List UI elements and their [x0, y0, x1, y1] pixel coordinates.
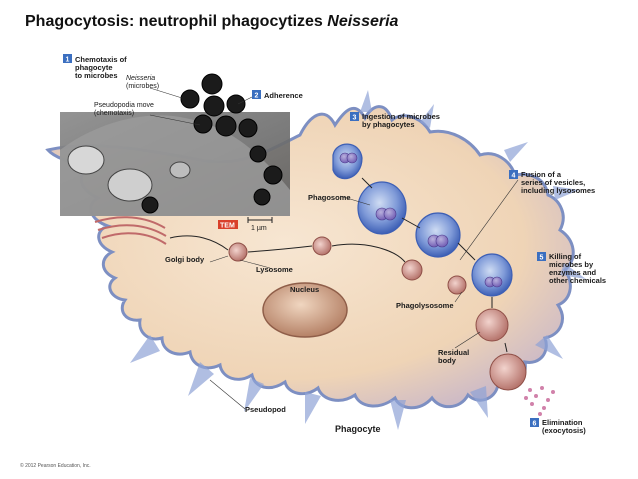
- label-pseudopodia: Pseudopodia move: [94, 102, 154, 109]
- step-4-line-3: including lysosomes: [521, 186, 595, 195]
- step-2-line-1: Adherence: [264, 91, 303, 100]
- label-neisseria: Neisseria: [126, 75, 155, 82]
- ingested-microbes: [339, 152, 503, 288]
- svg-text:2: 2: [255, 93, 259, 100]
- tem-nucleus-2: [107, 168, 153, 202]
- tem-badge: TEM: [218, 220, 238, 230]
- svg-text:6: 6: [533, 421, 537, 428]
- label-lysosome: Lysosome: [256, 265, 293, 274]
- step-5-line-3: enzymes and: [549, 268, 597, 277]
- step-badge-1: 1: [63, 54, 72, 64]
- label-pseudopod: Pseudopod: [245, 405, 286, 414]
- svg-text:4: 4: [512, 173, 516, 180]
- golgi-body: [94, 216, 167, 245]
- step-5-line-1: Killing of: [549, 252, 582, 261]
- tem-nucleus-1: [67, 145, 105, 175]
- tem-nucleus-3: [169, 161, 191, 179]
- svg-text:5: 5: [540, 255, 544, 262]
- svg-text:1: 1: [66, 57, 70, 64]
- label-residual-body: body: [438, 356, 457, 365]
- svg-text:3: 3: [353, 115, 357, 122]
- svg-text:TEM: TEM: [220, 223, 235, 230]
- step-1-line-2: phagocyte: [75, 63, 113, 72]
- scale-bar-label: 1 µm: [251, 225, 267, 232]
- step-1-line-1: Chemotaxis of: [75, 55, 127, 64]
- label-residual: Residual: [438, 348, 469, 357]
- step-3-line-2: by phagocytes: [362, 120, 415, 129]
- step-3-line-1: Ingestion of microbes: [362, 112, 440, 121]
- step-6-line-2: (exocytosis): [542, 426, 586, 435]
- page-title: Phagocytosis: neutrophil phagocytizes Ne…: [25, 13, 398, 31]
- title-italic-text: Neisseria: [327, 13, 399, 30]
- label-microbes: (microbes): [126, 83, 159, 90]
- label-nucleus: Nucleus: [290, 285, 319, 294]
- label-golgi-body: Golgi body: [165, 255, 205, 264]
- exocytosis-debris: [524, 386, 555, 416]
- step-badge-5: 5: [537, 252, 546, 262]
- scale-bar: 1 µm: [247, 217, 273, 232]
- nucleus: [262, 282, 348, 338]
- label-phagocyte: Phagocyte: [335, 424, 381, 434]
- step-1-line-3: to microbes: [75, 71, 118, 80]
- label-phagolysosome: Phagolysosome: [396, 301, 454, 310]
- leader-lines: [149, 87, 519, 410]
- lysosomes: [228, 236, 467, 295]
- step-5-line-2: microbes by: [549, 260, 594, 269]
- step-badge-6: 6: [530, 418, 539, 428]
- step-6-line-1: Elimination: [542, 418, 583, 427]
- step-badge-4: 4: [509, 170, 518, 180]
- step-4-line-2: series of vesicles,: [521, 178, 585, 187]
- neisseria-microbes: [141, 73, 283, 214]
- label-phagosome: Phagosome: [308, 193, 351, 202]
- step-5-line-4: other chemicals: [549, 276, 606, 285]
- residual-bodies: [475, 308, 527, 391]
- step-badge-2: 2: [252, 90, 261, 100]
- step-badge-3: 3: [350, 112, 359, 122]
- copyright-text: © 2012 Pearson Education, Inc.: [20, 463, 91, 469]
- step-4-line-1: Fusion of a: [521, 170, 562, 179]
- label-chemotaxis: (chemotaxis): [94, 110, 134, 117]
- title-text: Phagocytosis: neutrophil phagocytizes: [25, 13, 328, 30]
